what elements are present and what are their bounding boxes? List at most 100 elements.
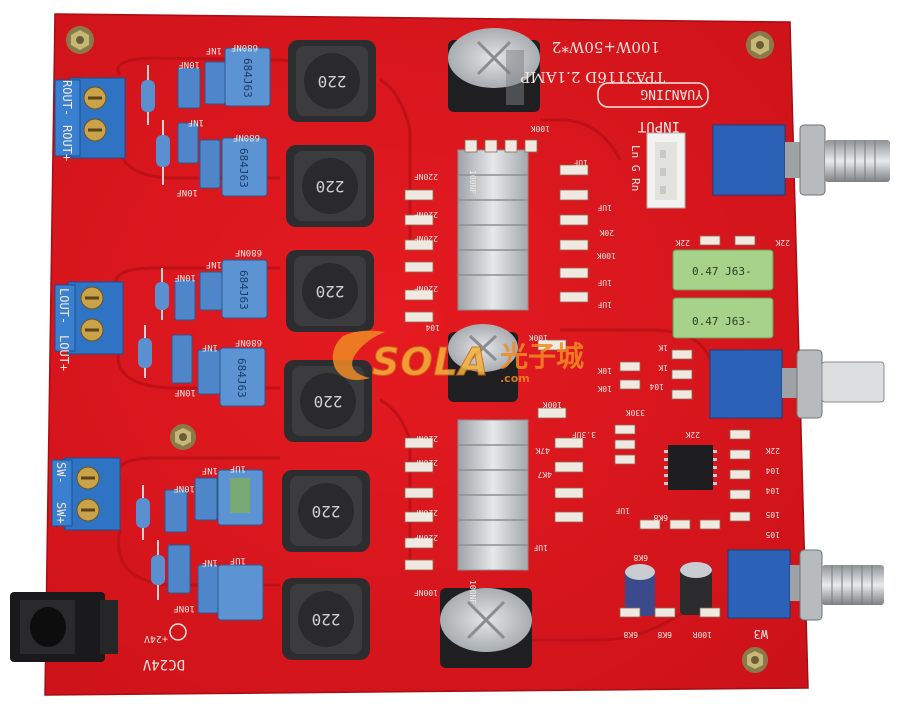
svg-text:105: 105 [765, 510, 780, 519]
svg-text:100R: 100R [693, 630, 712, 639]
power-resistors: 0.47 J63- 0.47 J63- [672, 249, 774, 339]
w3-label: W3 [754, 627, 768, 641]
svg-text:220: 220 [312, 610, 341, 629]
svg-text:684J63: 684J63 [237, 148, 250, 188]
svg-text:100NF: 100NF [414, 588, 438, 597]
label-lout-plus: LOUT+ [57, 335, 71, 371]
svg-text:330K: 330K [626, 408, 645, 417]
inductor-5: 220 [282, 470, 370, 552]
svg-text:22K: 22K [675, 238, 690, 247]
silk-labels-right: 22K 22K 1K 1K 10K 10K 104 330K 22K 22K 1… [597, 238, 790, 639]
watermark-domain: .com [500, 372, 530, 385]
svg-text:680NF: 680NF [235, 337, 262, 347]
mounting-hole-br [742, 647, 768, 673]
svg-text:1K: 1K [658, 363, 668, 372]
input-connector: INPUT Ln G Rn [629, 118, 686, 209]
terminal-block-rout [54, 77, 126, 159]
svg-text:220: 220 [312, 502, 341, 521]
svg-text:104: 104 [765, 486, 780, 495]
svg-text:1UF: 1UF [230, 555, 246, 565]
svg-text:10K: 10K [597, 384, 612, 393]
electrolytic-caps-small [625, 562, 712, 616]
svg-text:6K8: 6K8 [657, 630, 672, 639]
svg-text:1K: 1K [658, 343, 668, 352]
svg-text:220NF: 220NF [414, 458, 438, 467]
watermark-brand: SOLA [372, 340, 489, 384]
film-cap-1: 684J63 [224, 47, 271, 107]
mounting-hole-tl [66, 26, 94, 54]
film-cap-6 [217, 564, 264, 621]
label-sw-plus: SW+ [54, 502, 68, 524]
label-lout-minus: LOUT- [57, 288, 71, 324]
svg-text:1NF: 1NF [202, 465, 218, 475]
svg-text:22K: 22K [765, 446, 780, 455]
svg-text:105: 105 [765, 530, 780, 539]
svg-text:684J63: 684J63 [235, 358, 248, 398]
svg-text:10NF: 10NF [176, 187, 198, 197]
dc24v-label: DC24V [142, 656, 185, 672]
svg-text:1NF: 1NF [206, 45, 222, 55]
svg-text:0.47 J63-: 0.47 J63- [692, 315, 752, 328]
brand-text: YUANJING [640, 86, 703, 101]
model-text: TPA3116D 2.1AMP [520, 68, 665, 86]
svg-text:104: 104 [649, 382, 664, 391]
dc-plus-label: +24V [144, 633, 168, 644]
svg-text:1UF: 1UF [230, 463, 246, 473]
svg-text:684J63: 684J63 [237, 270, 250, 310]
input-pins: Ln G Rn [629, 145, 642, 191]
svg-text:6K8: 6K8 [653, 513, 668, 522]
svg-text:10NF: 10NF [178, 59, 200, 69]
film-cap-3: 684J63 [221, 259, 268, 319]
dc-jack [10, 592, 118, 662]
svg-text:10K: 10K [597, 366, 612, 375]
svg-text:220: 220 [314, 392, 343, 411]
input-label: INPUT [637, 118, 680, 134]
watermark-logo: SOLA 光子城 .com [332, 330, 584, 385]
svg-text:100K: 100K [543, 400, 562, 409]
svg-text:100K: 100K [529, 333, 548, 342]
inductors: 220 220 220 220 220 220 [282, 40, 376, 660]
svg-text:4K7: 4K7 [537, 470, 552, 479]
svg-text:220: 220 [316, 282, 345, 301]
potentiometer-bottom: W3 [727, 549, 884, 641]
ic-chip [664, 445, 717, 490]
silk-labels-left: 680NF 1NF 10NF 680NF 1NF 10NF 680NF 1NF … [173, 42, 262, 613]
power-text: 100W+50W*2 [552, 38, 660, 56]
svg-text:100K: 100K [597, 251, 616, 260]
watermark-chinese: 光子城 [499, 340, 584, 373]
svg-text:1UF: 1UF [533, 543, 548, 552]
svg-text:220NF: 220NF [414, 533, 438, 542]
svg-text:22K: 22K [685, 430, 700, 439]
svg-text:6K8: 6K8 [623, 630, 638, 639]
dc-labels: DC24V +24V [142, 623, 187, 672]
svg-text:1UF: 1UF [597, 278, 612, 287]
film-cap-5 [217, 469, 264, 526]
potentiometer-top [712, 124, 890, 196]
svg-text:47K: 47K [535, 446, 550, 455]
svg-text:100NF: 100NF [468, 580, 477, 604]
electrolytic-cap-bottom [440, 588, 532, 668]
svg-text:220: 220 [318, 72, 347, 91]
svg-text:0.47 J63-: 0.47 J63- [692, 265, 752, 278]
svg-text:10NF: 10NF [174, 387, 196, 397]
smd-pads-mid [404, 139, 589, 571]
svg-text:1NF: 1NF [202, 557, 218, 567]
electrolytic-cap-top [448, 28, 540, 112]
film-caps-small [164, 61, 226, 614]
label-sw-minus: SW- [54, 462, 68, 484]
svg-text:1UF: 1UF [597, 300, 612, 309]
svg-text:10NF: 10NF [173, 483, 195, 493]
svg-text:684J63: 684J63 [241, 58, 254, 98]
svg-text:220NF: 220NF [414, 508, 438, 517]
board-title-block: TPA3116D 2.1AMP 100W+50W*2 YUANJING [520, 38, 709, 108]
svg-text:1UF: 1UF [597, 203, 612, 212]
svg-text:680NF: 680NF [231, 42, 258, 52]
svg-text:220NF: 220NF [414, 172, 438, 181]
svg-text:220NF: 220NF [414, 284, 438, 293]
electrolytic-cap-mid [448, 324, 518, 402]
svg-text:220NF: 220NF [414, 210, 438, 219]
svg-text:1NF: 1NF [206, 259, 222, 269]
terminal-block-lout [54, 281, 124, 355]
label-rout-plus: ROUT+ [60, 125, 74, 161]
